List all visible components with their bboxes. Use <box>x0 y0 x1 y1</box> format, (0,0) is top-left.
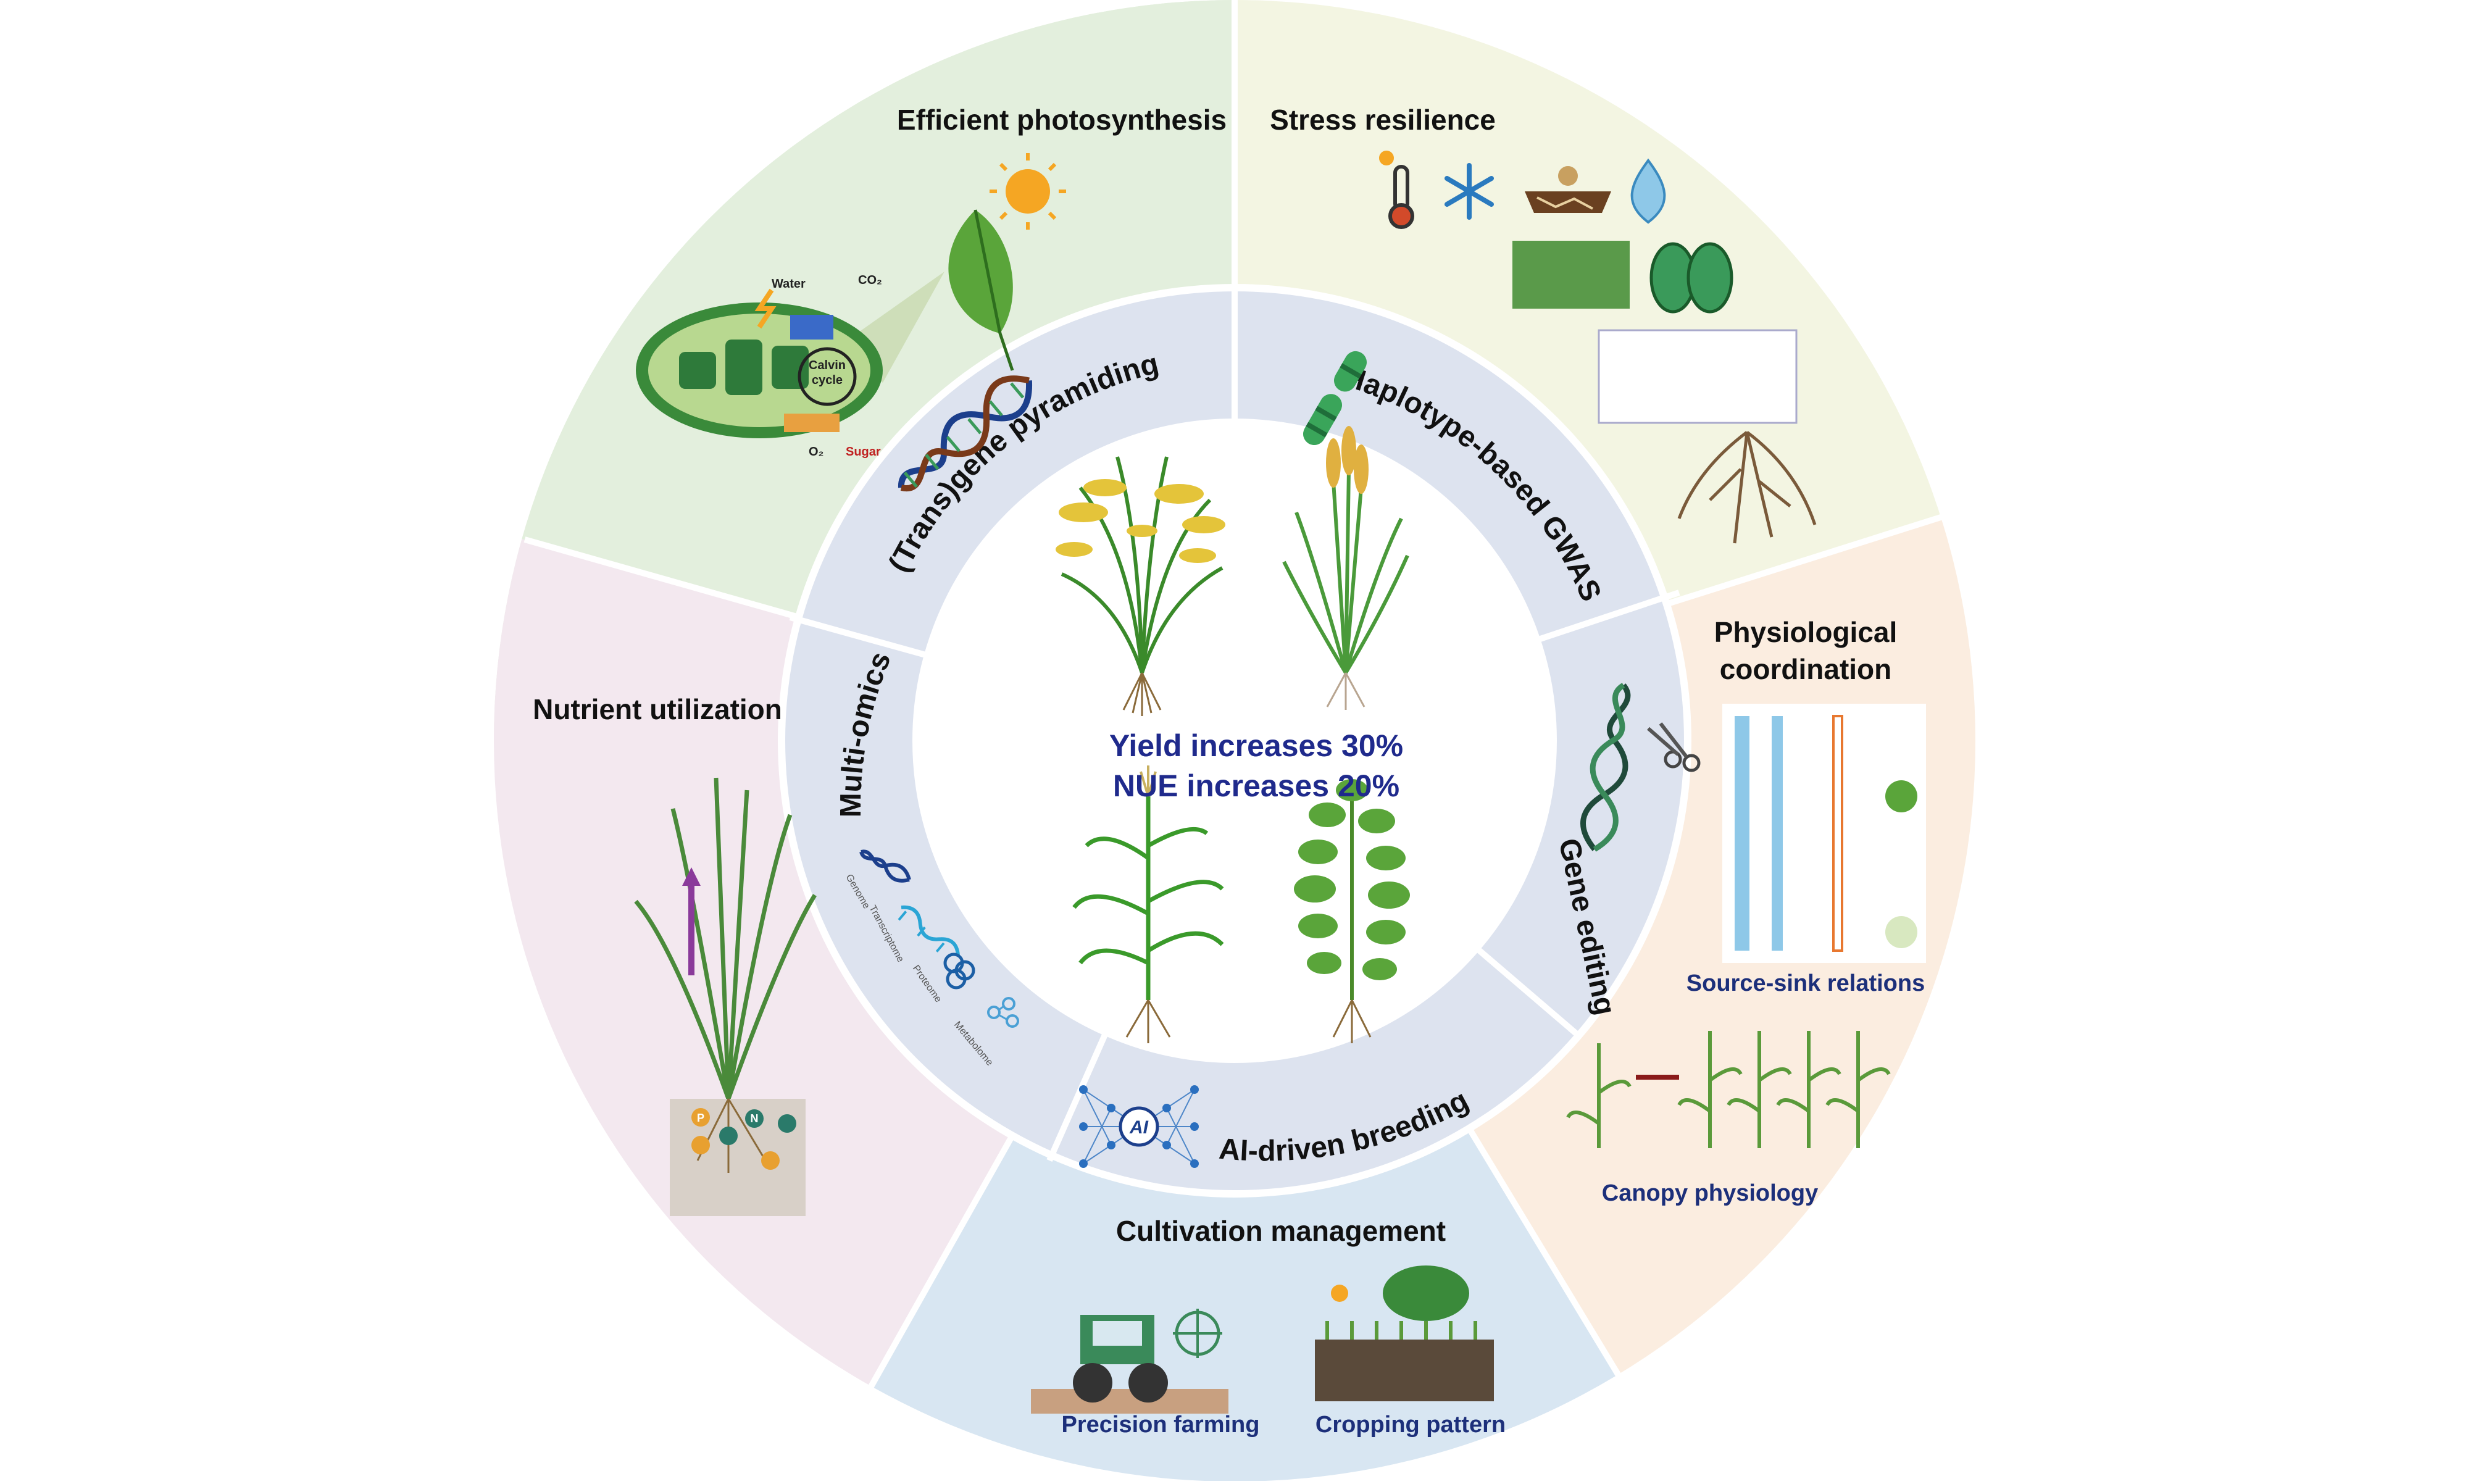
snowflake-icon <box>1445 163 1494 220</box>
photosynthesis-title: Efficient photosynthesis <box>897 104 1227 136</box>
nutrient-plant-icon <box>634 777 817 1100</box>
ai-network-icon: AI <box>1079 1085 1199 1168</box>
svg-text:P: P <box>697 1112 704 1124</box>
svg-text:N: N <box>751 1112 759 1125</box>
stomata-icon <box>1649 242 1733 314</box>
wheat-plant-icon <box>1282 426 1409 710</box>
root-system-icon <box>1677 431 1817 544</box>
tractor-icon <box>1031 1309 1228 1414</box>
center-yield-text: Yield increases 30% <box>1109 728 1403 763</box>
cropping-pattern-label: Cropping pattern <box>1315 1412 1506 1438</box>
sugar-label: Sugar <box>846 445 881 459</box>
physiology-title-line2: coordination <box>1720 653 1892 685</box>
genome-icon <box>859 849 911 883</box>
chromosome-icon <box>1303 351 1367 445</box>
signaling-pathway-icon <box>1598 329 1798 424</box>
ai-icon-label: AI <box>1129 1117 1149 1138</box>
thermometer-icon <box>1379 151 1414 229</box>
maize-plant-icon <box>1072 765 1224 1043</box>
lightning-icon <box>754 288 777 329</box>
sun-icon <box>990 153 1066 230</box>
center-nue-text: NUE increases 20% <box>1113 769 1399 803</box>
proteome-icon <box>943 953 975 990</box>
o2-label: O₂ <box>809 445 823 459</box>
canopy-icon <box>1566 1031 1891 1148</box>
co2-label: CO₂ <box>858 273 882 287</box>
transcriptome-icon <box>898 905 960 956</box>
dna-icon <box>898 375 1032 492</box>
chloroplast-icon: Calvin cycle <box>636 302 883 438</box>
dna-scissors-icon <box>1580 683 1631 852</box>
water-label: Water <box>772 277 806 291</box>
drought-soil-icon <box>1525 166 1611 213</box>
cropping-field-icon <box>1315 1265 1494 1401</box>
physiology-title-line1: Physiological <box>1714 616 1898 648</box>
soybean-plant-icon <box>1294 779 1410 1043</box>
rice-plant-icon <box>1056 456 1225 716</box>
leaf-tissue-icon <box>1512 241 1630 309</box>
cultivation-title: Cultivation management <box>1116 1215 1446 1247</box>
scissors-icon <box>1647 722 1701 772</box>
svg-text:Calvin: Calvin <box>809 359 846 372</box>
source-sink-label: Source-sink relations <box>1686 970 1925 996</box>
precision-farming-label: Precision farming <box>1062 1412 1260 1438</box>
svg-text:cycle: cycle <box>812 373 843 387</box>
stress-title: Stress resilience <box>1270 104 1496 136</box>
nitrogen-ions: P N <box>691 1108 796 1170</box>
water-drop-icon <box>1630 158 1666 224</box>
nutrient-title: Nutrient utilization <box>533 693 782 725</box>
canopy-label: Canopy physiology <box>1602 1180 1818 1206</box>
leaf-icon <box>948 209 1014 371</box>
metabolome-icon <box>987 997 1019 1028</box>
